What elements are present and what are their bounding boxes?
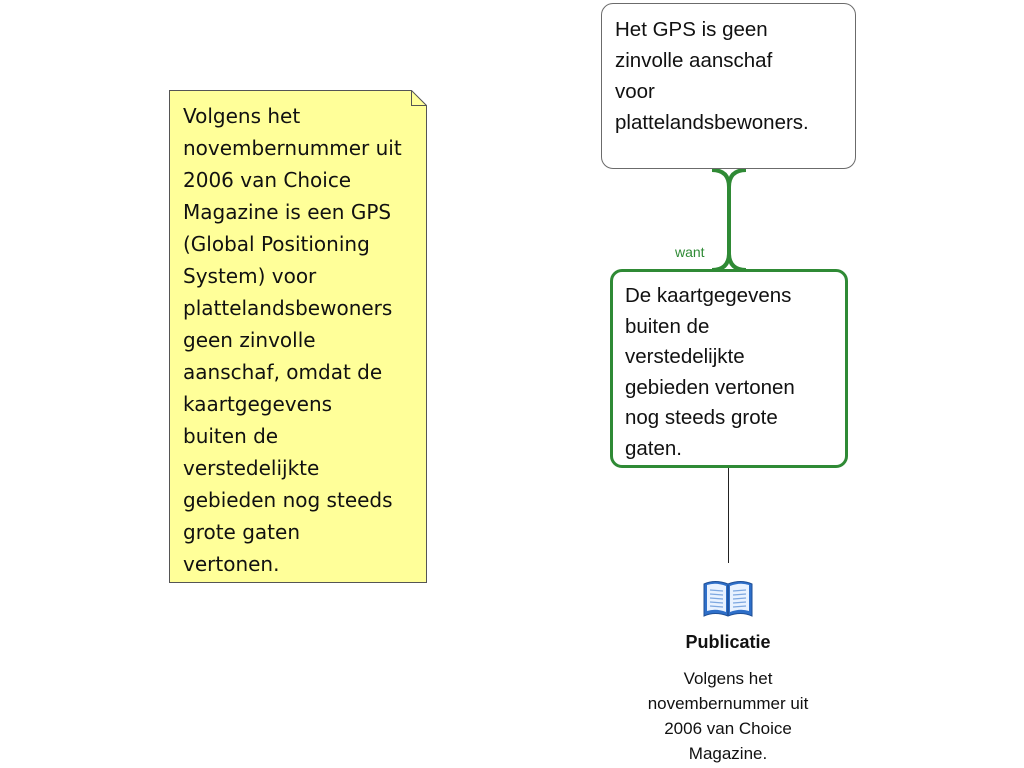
sticky-note-text: Volgens het novembernummer uit 2006 van …	[183, 104, 402, 576]
want-connector-label: want	[675, 244, 705, 260]
sticky-note-shape[interactable]	[169, 90, 427, 583]
source-type-label: Publicatie	[685, 632, 771, 652]
claim-box[interactable]: Het GPS is geen zinvolle aanschaf voor p…	[601, 3, 856, 169]
sticky-note-fold	[411, 90, 427, 106]
support-link-line	[711, 168, 747, 272]
source-description: Volgens het novembernummer uit 2006 van …	[647, 669, 809, 763]
reason-box[interactable]: De kaartgegevens buiten de verstedelijkt…	[610, 269, 848, 468]
book-icon[interactable]	[701, 576, 755, 620]
